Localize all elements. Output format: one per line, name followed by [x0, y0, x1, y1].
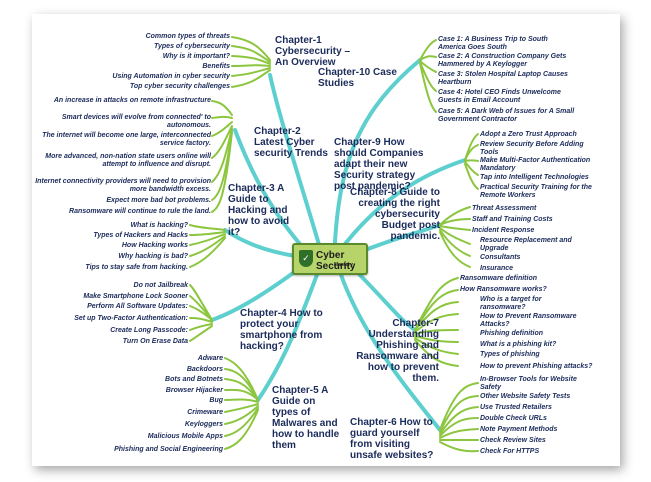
- leaf-c2-4: Internet connectivity providers will nee…: [35, 178, 211, 193]
- leaf-c8-5: Insurance: [480, 265, 514, 272]
- branch-c6: [338, 270, 442, 432]
- leaf-c9-1: Review Security Before Adding Tools: [480, 141, 584, 156]
- leaf-c7-7: How to prevent Phishing attacks?: [480, 363, 593, 370]
- leaf-c6-0: In-Browser Tools for Website Safety: [480, 376, 577, 391]
- chapter-3-label: Chapter-3 A Guide to Hacking and how to …: [228, 183, 290, 238]
- chapter-7-label: Chapter-7 Understanding Phishing and Ran…: [356, 318, 439, 384]
- leaf-c2-2: The internet will become one large, inte…: [42, 132, 211, 147]
- leaf-c3-1: Types of Hackers and Hacks: [93, 232, 188, 239]
- leaf-c1-2: Why is it important?: [162, 53, 230, 60]
- leaf-c4-4: Create Long Passcode:: [110, 327, 188, 334]
- chapter-5-label: Chapter-5 A Guide on types of Malwares a…: [272, 385, 340, 451]
- leaf-c6-4: Note Payment Methods: [480, 426, 558, 433]
- leaf-c5-2: Bots and Botnets: [165, 376, 223, 383]
- leaf-c2-5: Expect more bad bot problems.: [106, 197, 211, 204]
- leaf-c7-2: Who is a target for ransomware?: [480, 296, 542, 311]
- branch-c4: [210, 266, 302, 322]
- leaf-c5-3: Browser Hijacker: [165, 387, 223, 394]
- chapter-8-label: Chapter-8 Guide to creating the right cy…: [350, 187, 441, 242]
- branch-c5: [256, 270, 320, 402]
- mindmap-card: [32, 14, 620, 466]
- leaf-c2-6: Ransomware will continue to rule the lan…: [69, 208, 211, 215]
- leaf-c10-4: Case 5: A Dark Web of Issues for A Small…: [438, 108, 575, 123]
- leaf-c3-4: Tips to stay safe from hacking.: [85, 264, 188, 271]
- leaf-c10-2: Case 3: Stolen Hospital Laptop Causes He…: [438, 71, 568, 86]
- leaf-c4-0: Do not Jailbreak: [133, 282, 188, 289]
- leaf-c7-3: How to Prevent Ransomware Attacks?: [480, 313, 577, 328]
- leaf-c5-8: Phishing and Social Engineering: [114, 446, 223, 453]
- logo-subtitle: Mastery: [334, 262, 353, 268]
- leaf-c4-5: Turn On Erase Data: [122, 338, 188, 345]
- leaf-c7-6: Types of phishing: [480, 351, 540, 358]
- leaf-c1-0: Common types of threats: [145, 33, 230, 40]
- branch-c2: [233, 128, 307, 252]
- leaf-c1-1: Types of cybersecurity: [154, 43, 230, 50]
- leaf-c3-3: Why hacking is bad?: [118, 253, 188, 260]
- chapter-6-label: Chapter-6 How to guard yourself from vis…: [350, 417, 434, 461]
- branch-c10: [333, 58, 422, 244]
- chapter-10-label: Chapter-10 Case Studies: [318, 67, 397, 89]
- leaf-c9-0: Adopt a Zero Trust Approach: [480, 131, 577, 138]
- leaf-c5-6: Keyloggers: [184, 421, 223, 428]
- leaf-c8-2: Incident Response: [472, 227, 535, 234]
- chapter-1-label: Chapter-1 Cybersecurity – An Overview: [275, 35, 351, 68]
- leaf-c6-6: Check For HTTPS: [480, 448, 540, 455]
- leaf-c5-7: Malicious Mobile Apps: [147, 433, 223, 440]
- leaf-c1-5: Top cyber security challenges: [129, 83, 230, 90]
- leaf-c7-1: How Ransomware works?: [460, 286, 547, 293]
- leaf-c8-4: Consultants: [480, 254, 521, 261]
- chapter-2-label: Chapter-2 Latest Cyber security Trends: [254, 126, 328, 159]
- leaf-c4-1: Make Smartphone Lock Sooner: [83, 293, 188, 300]
- leaf-c9-3: Tap into Intelligent Technologies: [480, 174, 589, 181]
- leaf-c4-3: Set up Two-Factor Authentication:: [74, 315, 188, 322]
- leaf-c5-5: Crimeware: [187, 409, 223, 416]
- leaf-c10-0: Case 1: A Business Trip to South America…: [438, 36, 548, 51]
- leaf-c10-1: Case 2: A Construction Company Gets Hamm…: [438, 53, 567, 68]
- chapter-9-label: Chapter-9 How should Companies adapt the…: [334, 137, 424, 192]
- leaf-c6-1: Other Website Safety Tests: [480, 393, 571, 400]
- leaf-c3-2: How Hacking works: [121, 242, 188, 249]
- branch-c9: [343, 158, 467, 246]
- branch-c7: [353, 268, 417, 332]
- leaf-c5-4: Bug: [209, 397, 223, 404]
- logo-title: Cyber Security: [316, 250, 356, 272]
- leaf-c9-2: Make Multi-Factor Authentication Mandato…: [480, 157, 591, 172]
- center-logo: ✓ Cyber Security Mastery: [292, 243, 368, 275]
- leaf-c1-4: Using Automation in cyber security: [112, 73, 230, 80]
- leaf-c3-0: What is hacking?: [130, 222, 188, 229]
- leaf-c5-0: Adware: [197, 355, 223, 362]
- leaf-c1-3: Benefits: [202, 63, 230, 70]
- leaf-c2-0: An increase in attacks on remote infrast…: [53, 97, 211, 104]
- leaf-c2-3: More advanced, non-nation state users on…: [45, 153, 211, 168]
- leaf-c7-0: Ransomware definition: [460, 275, 538, 282]
- branch-c1: [268, 73, 322, 250]
- leaf-c8-1: Staff and Training Costs: [472, 216, 553, 223]
- leaf-c7-4: Phishing definition: [480, 330, 543, 337]
- branch-c3: [223, 228, 297, 258]
- leaf-c5-1: Backdoors: [186, 366, 223, 373]
- leaf-c7-5: What is a phishing kit?: [480, 341, 557, 348]
- leaf-c6-2: Use Trusted Retailers: [480, 404, 552, 411]
- leaf-c8-0: Threat Assessment: [472, 205, 537, 212]
- leaf-c2-1: Smart devices will evolve from connected…: [61, 114, 211, 129]
- leaf-c4-2: Perform All Software Updates:: [87, 303, 188, 310]
- shield-icon: ✓: [299, 250, 313, 267]
- branch-c8: [358, 223, 442, 254]
- leaf-c6-5: Check Review Sites: [480, 437, 546, 444]
- chapter-4-label: Chapter-4 How to protect your smartphone…: [240, 308, 323, 352]
- leaf-c10-3: Case 4: Hotel CEO Finds Unwelcome Guests…: [438, 89, 561, 104]
- leaf-c8-3: Resource Replacement and Upgrade: [480, 237, 572, 252]
- leaf-c6-3: Double Check URLs: [480, 415, 547, 422]
- leaf-c9-4: Practical Security Training for the Remo…: [480, 184, 592, 199]
